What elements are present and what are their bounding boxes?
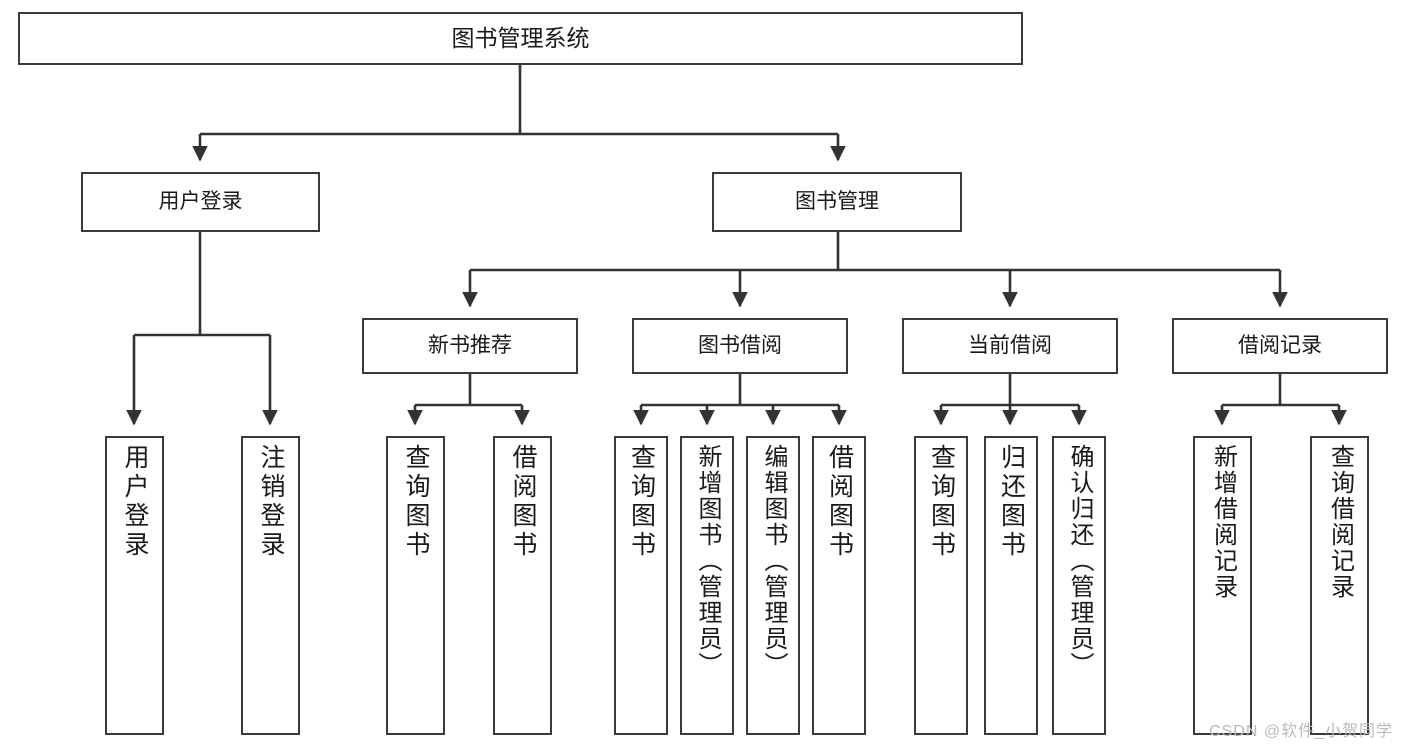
node-label: 借阅图书 <box>825 444 854 560</box>
leaf-query-book-3[interactable]: 查询图书 <box>914 436 968 735</box>
leaf-user-login[interactable]: 用户登录 <box>105 436 164 735</box>
node-label: 查询图书 <box>627 444 656 560</box>
watermark-text: CSDN @软件_小贺同学 <box>1209 723 1393 740</box>
node-label: 当前借阅 <box>968 333 1052 357</box>
node-label: 图书借阅 <box>698 333 782 357</box>
node-book-borrow[interactable]: 图书借阅 <box>632 318 848 374</box>
node-label: 查询图书 <box>927 444 956 560</box>
leaf-user-logout[interactable]: 注销登录 <box>241 436 300 735</box>
node-label: 新增借阅记录 <box>1209 444 1237 600</box>
node-label: 注销登录 <box>257 444 285 560</box>
node-current-borrow[interactable]: 当前借阅 <box>902 318 1118 374</box>
node-user-login[interactable]: 用户登录 <box>81 172 320 232</box>
node-root-system[interactable]: 图书管理系统 <box>18 12 1023 65</box>
node-label: 新书推荐 <box>428 333 512 357</box>
leaf-edit-book[interactable]: 编辑图书（管理员） <box>746 436 800 735</box>
leaf-return-book[interactable]: 归还图书 <box>984 436 1038 735</box>
leaf-confirm-return[interactable]: 确认归还（管理员） <box>1052 436 1106 735</box>
node-label: 用户登录 <box>121 444 149 560</box>
node-label: 借阅记录 <box>1238 333 1322 357</box>
node-label: 新增图书（管理员） <box>694 444 721 678</box>
leaf-add-record[interactable]: 新增借阅记录 <box>1193 436 1252 735</box>
node-label: 借阅图书 <box>509 444 537 560</box>
node-borrow-record[interactable]: 借阅记录 <box>1172 318 1388 374</box>
node-new-book-rec[interactable]: 新书推荐 <box>362 318 578 374</box>
node-book-manage[interactable]: 图书管理 <box>712 172 962 232</box>
node-label: 查询图书 <box>402 444 430 560</box>
leaf-query-book-2[interactable]: 查询图书 <box>614 436 668 735</box>
node-label: 用户登录 <box>158 189 243 213</box>
node-label: 图书管理系统 <box>451 24 590 51</box>
node-label: 查询借阅记录 <box>1326 444 1354 600</box>
node-label: 图书管理 <box>795 189 879 213</box>
leaf-query-book-1[interactable]: 查询图书 <box>386 436 445 735</box>
node-label: 编辑图书（管理员） <box>760 444 787 678</box>
node-label: 归还图书 <box>997 444 1026 560</box>
leaf-add-book[interactable]: 新增图书（管理员） <box>680 436 734 735</box>
leaf-borrow-book-1[interactable]: 借阅图书 <box>493 436 552 735</box>
leaf-query-record[interactable]: 查询借阅记录 <box>1310 436 1369 735</box>
leaf-borrow-book-2[interactable]: 借阅图书 <box>812 436 866 735</box>
node-label: 确认归还（管理员） <box>1066 444 1093 678</box>
